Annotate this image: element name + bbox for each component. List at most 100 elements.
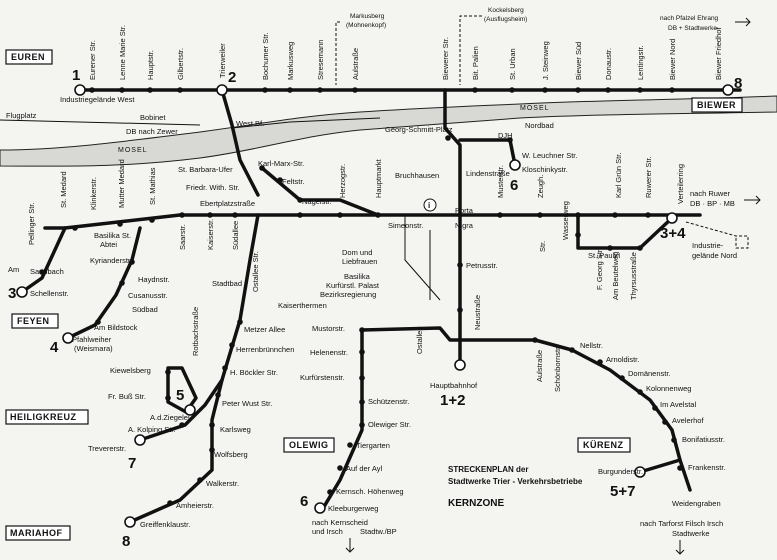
note-irsch: und Irsch (312, 527, 343, 536)
info-icon (423, 198, 437, 212)
stop-klinkerstr: Klinkerstr. (89, 177, 98, 210)
note-tarforst-2: Stadtwerke (672, 529, 710, 538)
stop-dom-und: Dom und (342, 248, 372, 257)
path-markusberg (335, 21, 340, 85)
stop-markers (39, 87, 683, 506)
note-ehrang-2: DB + Stadtwerke (668, 25, 717, 32)
stop-lentingstr: Lentingstr. (636, 45, 645, 80)
title-line-2: Stadtwerke Trier - Verkehrsbetriebe (448, 477, 583, 486)
stop-karlsweg: Karlsweg (220, 425, 251, 434)
note-industrie: Industrie- (692, 241, 724, 250)
river-label: MOSEL (118, 147, 148, 154)
stop-pellinger-str: Pellinger Str. (27, 202, 36, 245)
stop-mustorstr: Mustorstr. (312, 324, 345, 333)
stop-im-avelstal: Im Avelstal (660, 400, 696, 409)
stop-weidengraben: Weidengraben (672, 499, 721, 508)
arrow-tarforst (675, 540, 685, 555)
stop-herzogstr: Herzogstr. (338, 164, 347, 198)
stop-burgunderstr: Burgunderstr. (598, 467, 643, 476)
stop-eurener-str: Eurener Str. (88, 40, 97, 80)
district-box-euren (5, 49, 53, 65)
stop-mutter-medard: Mutter Medard (117, 159, 126, 208)
note-kernscheid: nach Kernscheid (312, 518, 368, 527)
stop-simeonstr: Simeonstr. (388, 221, 423, 230)
title-line-1: STRECKENPLAN der (448, 465, 528, 474)
stop-kaiserthermen: Kaiserthermen (278, 301, 327, 310)
stop-karl-grun: Karl Grün Str. (614, 153, 623, 198)
stop-rotbachstrasse: Rotbachstraße (191, 307, 200, 356)
route-line-olewig (360, 326, 692, 492)
stop-tiergarten: Tiergarten (356, 441, 390, 450)
stop-bochumer: Bochumer Str. (261, 32, 270, 80)
note-markusberg: Markusberg (350, 13, 385, 20)
stop-industriegelaende: Industriegelände West (60, 95, 135, 104)
stop-fr-buss: Fr. Buß Str. (108, 392, 146, 401)
stop-hauptbahnhof: Hauptbahnhof (430, 381, 478, 390)
stop-schutzenstr: Schützenstr. (368, 397, 409, 406)
stop-st-urban: St. Urban (508, 48, 517, 80)
route-line-loop5 (166, 366, 198, 414)
stop-walkerstr: Walkerstr. (206, 479, 239, 488)
route-line-mariahof (66, 226, 142, 340)
route-number-8-mariahof: 8 (122, 533, 130, 550)
stop-bit-palien: Bit. Palien (471, 46, 480, 80)
note-ruwer-2: DB · BP · MB (690, 199, 735, 208)
note-db-zewer: DB nach Zewer (126, 127, 178, 136)
note-industrie-2: gelände Nord (692, 251, 737, 260)
stop-kloschinky: Kloschinkystr. (522, 165, 568, 174)
route-line-burgunder (638, 458, 682, 474)
stop-musterstr: Musterstr. (496, 165, 505, 198)
stop-kaiserstr: Kaiserstr. (206, 219, 215, 250)
stop-st-paulin: St. Paulin (588, 251, 620, 260)
note-stadtw: Stadtw./BP (360, 527, 397, 536)
stop-biewer-sud: Biewer Süd (574, 42, 583, 80)
route-number-2: 2 (228, 69, 236, 86)
route-line-djh (458, 138, 517, 167)
stop-zeugh: Zeugh. (536, 175, 545, 198)
stop-stresemann: Stresemann (316, 40, 325, 80)
route-number-8-biewer: 8 (734, 75, 742, 92)
stop-basilika: Basilika (344, 272, 371, 281)
stop-trevererstr: Trevererstr. (88, 444, 126, 453)
route-line-olewig-south (320, 328, 364, 512)
arrow-ehrang (735, 17, 751, 27)
stop-am-bildstock: Am Bildstock (94, 323, 138, 332)
route-line-feyen (20, 226, 67, 294)
stop-ebertplatz: Ebertplatzstraße (200, 199, 255, 208)
stop-st-mathias: St. Mathias (148, 167, 157, 205)
mosel-river (0, 95, 777, 167)
route-number-6-olewig: 6 (300, 493, 308, 510)
note-ruwer: nach Ruwer (690, 189, 731, 198)
stop-bezirksregierung: Bezirksregierung (320, 290, 376, 299)
stop-ad-ziegelei: A.d.Ziegelei (150, 413, 190, 422)
stop-bonifatiusstr: Bonifatiusstr. (682, 435, 725, 444)
stop-lenne-marie: Lenne Marie Str. (118, 25, 127, 80)
route-number-1-2: 1+2 (440, 392, 465, 409)
district-box-feyen (11, 313, 59, 329)
district-box-olewig (283, 437, 335, 453)
stop-hauptstr: Hauptstr. (146, 50, 155, 80)
stop-wasserweg: Wasserweg (561, 201, 570, 240)
district-biewer: BIEWER (697, 100, 736, 110)
stop-neustrasse: Neustraße (473, 295, 482, 330)
route-number-5: 5 (176, 387, 184, 404)
district-mariahof: MARIAHOF (10, 528, 63, 538)
district-box-biewer (691, 97, 743, 113)
note-nordbad: Nordbad (525, 121, 554, 130)
stop-kolonnenweg: Kolonnenweg (646, 384, 691, 393)
stop-metzer-allee: Metzer Allee (244, 325, 285, 334)
stop-biewer-friedhof: Biewer Friedhof (714, 27, 723, 80)
arrow-ruwer (744, 195, 761, 205)
stop-kleeburgerweg: Kleeburgerweg (328, 504, 378, 513)
route-number-6-djh: 6 (510, 177, 518, 194)
stop-sudbad: Südbad (132, 305, 158, 314)
stop-nellstr: Nellstr. (580, 341, 603, 350)
stop-trierweiler: Trierweiler (218, 43, 227, 78)
stop-olewiger-str: Olewiger Str. (368, 420, 411, 429)
rail-line-north (0, 117, 381, 129)
stop-hauptmarkt: Hauptmarkt (374, 158, 383, 198)
stop-ostallee: Ostallee (415, 326, 424, 354)
district-box-kurenz (577, 437, 631, 453)
stop-arnoldistr: Arnoldistr. (606, 355, 639, 364)
route-line-kiewelsberg (138, 378, 224, 442)
